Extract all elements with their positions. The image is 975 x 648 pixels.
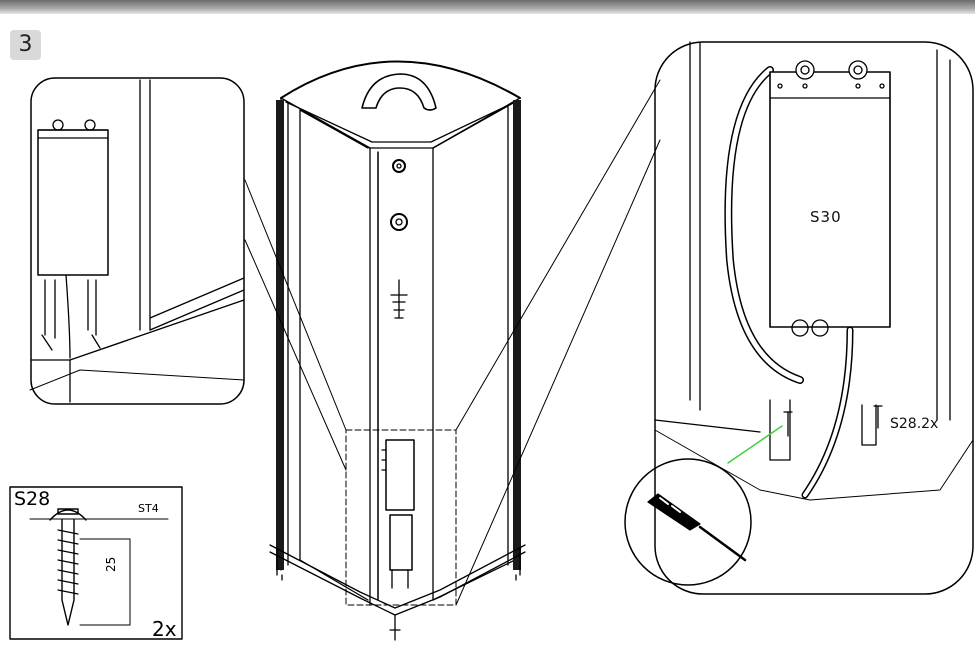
module-label-s30: S30	[810, 208, 842, 226]
screw-reference-label: S28.2x	[890, 416, 939, 432]
screw-icon	[783, 405, 883, 437]
screw-code-label: S28	[14, 488, 51, 510]
right-detail-view	[624, 41, 974, 595]
screw-spec-card	[9, 486, 183, 640]
screwdriver-icon	[647, 493, 747, 562]
screw-thread-label: ST4	[138, 502, 159, 515]
screw-quantity-label: 2x	[152, 617, 177, 641]
header-bar	[0, 0, 975, 14]
screw-length-label: 25	[104, 556, 118, 572]
shower-cabin-illustration	[244, 60, 661, 641]
step-number-badge: 3	[10, 30, 41, 60]
left-detail-view	[29, 77, 245, 405]
